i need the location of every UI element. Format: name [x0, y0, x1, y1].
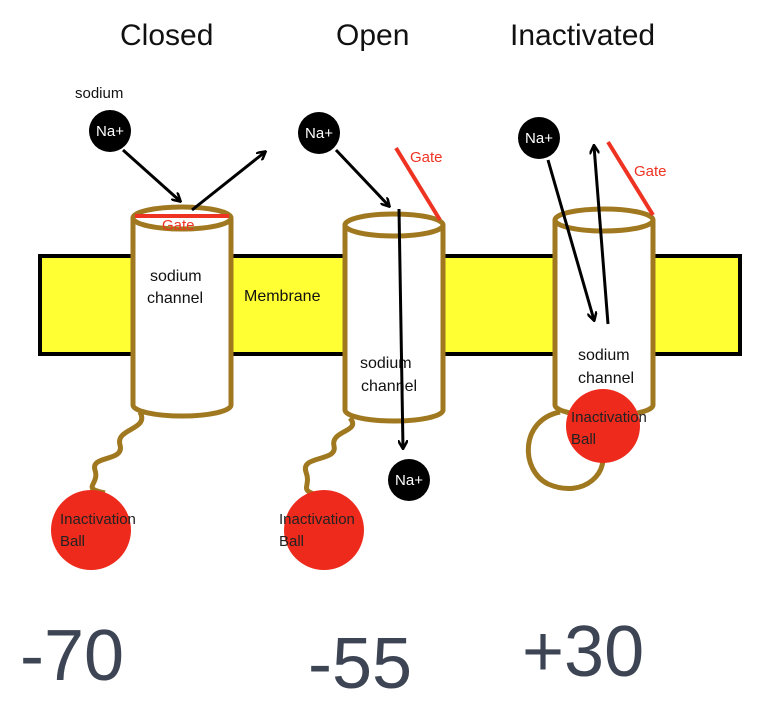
- inactivated-ion-label: Na+: [525, 130, 553, 147]
- closed-channel-label-line2: channel: [147, 290, 203, 307]
- membrane-label: Membrane: [244, 288, 321, 305]
- open-gate-label: Gate: [410, 149, 443, 166]
- open-gate: [394, 146, 442, 222]
- closed-channel-body: [130, 218, 234, 419]
- inactivated-tether: [525, 409, 606, 491]
- inactivated-gate: [606, 140, 655, 217]
- inactivated-arrow-out: [594, 146, 610, 325]
- open-ion-bottom-label: Na+: [395, 472, 423, 489]
- open-inactivation-ball: [284, 490, 364, 570]
- closed-gate-label: Gate: [162, 217, 195, 234]
- sodium-label: sodium: [75, 85, 123, 102]
- closed-arrow-out: [191, 152, 265, 212]
- open-arrow-in: [334, 148, 389, 206]
- open-ion-top-label: Na+: [305, 125, 333, 142]
- closed-inactivation-ball: [51, 490, 131, 570]
- inactivated-gate-label: Gate: [634, 163, 667, 180]
- closed-ion-label: Na+: [96, 123, 124, 140]
- inactivated-ball-label-line2: Ball: [571, 431, 596, 448]
- open-ball-label-line2: Ball: [279, 533, 304, 550]
- open-title: Open: [336, 19, 409, 52]
- inactivated-channel-top: [552, 206, 656, 234]
- closed-tether: [89, 410, 145, 496]
- open-ball-label-line1: Inactivation: [279, 511, 355, 528]
- closed-ball-label-line1: Inactivation: [60, 511, 136, 528]
- inactivated-arrow-in: [546, 159, 594, 320]
- inactivated-state: Inactivated Gate Na+ sodium channel Inac…: [510, 19, 667, 491]
- closed-state: Closed sodium Gate sodium channel Na+ In…: [51, 19, 265, 570]
- inactivated-channel-label-line1: sodium: [578, 347, 630, 364]
- closed-ball-label-line2: Ball: [60, 533, 85, 550]
- open-channel-label-line2: channel: [361, 378, 417, 395]
- open-tether: [303, 416, 355, 499]
- closed-sodium-ion: [89, 110, 131, 152]
- open-arrow-through: [397, 208, 403, 448]
- open-channel-top: [342, 211, 446, 239]
- closed-title: Closed: [120, 19, 213, 52]
- open-sodium-ion-top: [298, 112, 340, 154]
- closed-arrow-in: [121, 148, 180, 201]
- open-channel-body: [342, 225, 446, 424]
- inactivated-sodium-ion: [518, 117, 560, 159]
- inactivated-ball-label-line1: Inactivation: [571, 409, 647, 426]
- open-state: Open Gate sodium channel Na+ Na+ Inactiv…: [279, 19, 446, 570]
- closed-voltage: -70: [20, 616, 124, 696]
- open-sodium-ion-bottom: [388, 459, 430, 501]
- closed-channel-label-line1: sodium: [150, 268, 202, 285]
- open-voltage: -55: [308, 624, 412, 704]
- inactivated-channel-label-line2: channel: [578, 370, 634, 387]
- inactivated-inactivation-ball: [566, 389, 640, 463]
- open-channel-label-line1: sodium: [360, 355, 412, 372]
- inactivated-voltage: +30: [522, 612, 644, 692]
- inactivated-title: Inactivated: [510, 19, 655, 52]
